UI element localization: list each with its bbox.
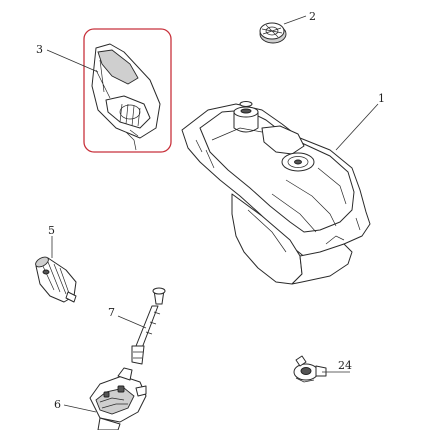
part-7-fuel-line [131,287,166,365]
part-5-fuel-filter [35,256,77,303]
part-6-fuel-pump [89,367,147,430]
part-2-filler-cap [259,22,287,44]
callout-1: 1 [378,92,385,105]
callout-6: 6 [54,398,61,411]
highlight-box-part-3 [83,28,172,153]
part-3-bracket-cover [91,43,161,151]
callout-7: 7 [108,306,115,319]
callout-3: 3 [36,43,43,56]
callout-24: 24 [338,359,352,372]
leader-line-6 [63,404,97,413]
part-24-level-sensor [293,355,327,383]
leader-line-2 [283,15,307,25]
leader-line-3 [46,49,99,73]
callout-5: 5 [48,224,55,237]
callout-2: 2 [309,10,316,23]
leader-line-7 [117,315,147,329]
leader-line-1 [335,103,379,151]
part-1-fuel-tank [181,101,371,285]
